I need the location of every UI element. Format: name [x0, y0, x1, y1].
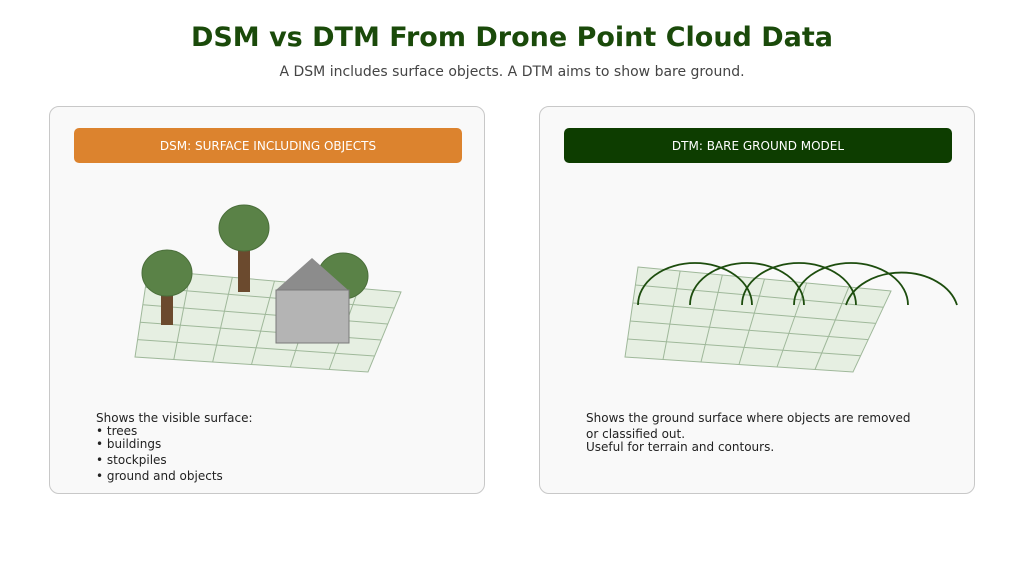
house-body: [275, 289, 350, 344]
dsm-description-intro: Shows the visible surface:: [96, 411, 253, 425]
tree-trunk: [161, 287, 173, 325]
dtm-panel: DTM: BARE GROUND MODEL Shows the ground …: [539, 106, 975, 494]
grid-line: [776, 282, 808, 368]
grid-line: [145, 286, 395, 309]
tree-canopy: [218, 204, 270, 252]
ground-grid: [624, 266, 892, 373]
diagram-title: DSM vs DTM From Drone Point Cloud Data: [190, 22, 834, 53]
dsm-illustration: [134, 204, 402, 373]
grid-line: [662, 270, 681, 360]
grid-line: [738, 278, 765, 365]
contour-line: [689, 262, 805, 306]
dsm-bullet: • stockpiles: [96, 453, 167, 467]
contour-line: [741, 262, 857, 306]
tree-icon: [218, 204, 270, 292]
grid-line: [700, 274, 723, 363]
grid-line: [814, 286, 850, 370]
grid-line: [627, 338, 861, 357]
contour-line: [845, 271, 958, 306]
contour-line: [637, 262, 753, 306]
grid-line: [630, 320, 869, 341]
contour-line: [793, 262, 909, 306]
dtm-description-line: Useful for terrain and contours.: [586, 440, 775, 454]
dtm-badge: DTM: BARE GROUND MODEL: [564, 128, 952, 163]
grid-line: [137, 339, 375, 357]
dsm-description: Shows the visible surface: • trees • bui…: [96, 411, 253, 484]
dsm-bullet: • trees: [96, 424, 138, 438]
diagram-subtitle: A DSM includes surface objects. A DTM ai…: [279, 64, 745, 80]
grid-line: [635, 284, 884, 308]
tree-canopy: [141, 249, 193, 297]
house-roof: [276, 258, 348, 290]
house-icon: [275, 258, 350, 344]
contour-lines: [637, 262, 958, 306]
tree-trunk: [238, 242, 250, 292]
dsm-bullet: • ground and objects: [96, 469, 223, 483]
dtm-illustration: [624, 262, 958, 373]
grid-line: [212, 277, 233, 363]
tree-icon: [141, 249, 193, 325]
dsm-bullet: • buildings: [96, 437, 162, 451]
grid-line: [632, 302, 876, 324]
dsm-badge: DSM: SURFACE INCLUDING OBJECTS: [74, 128, 462, 163]
dtm-description-line: or classified out.: [586, 427, 686, 441]
dtm-description: Shows the ground surface where objects a…: [586, 411, 911, 455]
grid-line: [251, 280, 275, 365]
dsm-panel: DSM: SURFACE INCLUDING OBJECTS Shows the…: [49, 106, 485, 494]
grid-line: [173, 273, 191, 360]
dtm-description-line: Shows the ground surface where objects a…: [586, 411, 911, 425]
ground-plane: [624, 266, 892, 373]
